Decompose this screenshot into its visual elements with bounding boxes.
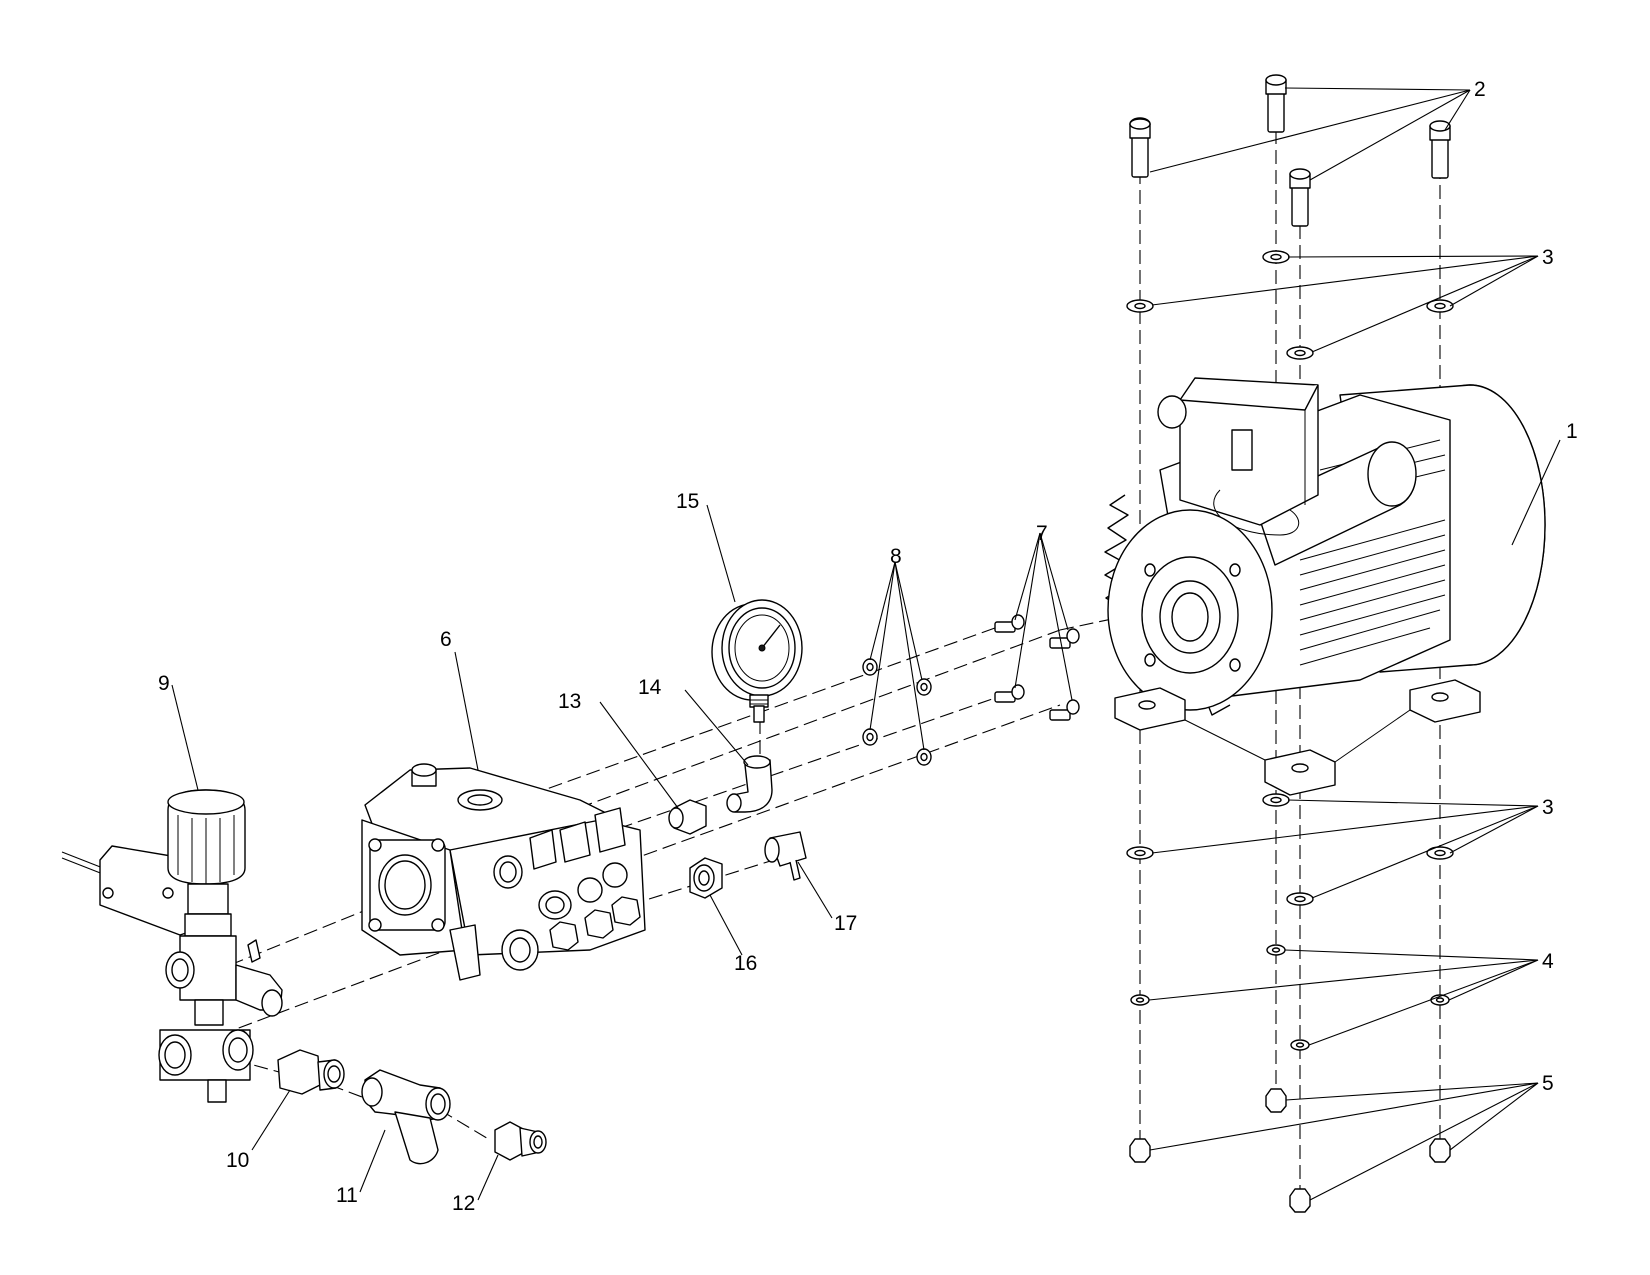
cap-screws-part-2 xyxy=(1129,74,1451,227)
pressure-gauge-part-15 xyxy=(711,599,803,723)
drain-fitting-part-17 xyxy=(764,831,807,881)
callout-10: 10 xyxy=(226,1149,249,1172)
callout-3-lower: 3 xyxy=(1542,796,1554,819)
callout-12: 12 xyxy=(452,1192,475,1215)
unloader-valve-part-9 xyxy=(61,789,283,1103)
leader-lines xyxy=(171,87,1561,1201)
bushing-part-13 xyxy=(668,799,707,835)
callout-11: 11 xyxy=(336,1184,358,1207)
bolts-part-7 xyxy=(994,614,1080,721)
callout-17: 17 xyxy=(834,912,857,935)
hose-adapter-part-10 xyxy=(277,1049,345,1095)
hex-nuts-part-5 xyxy=(1129,1088,1451,1213)
callout-8: 8 xyxy=(890,545,902,568)
callout-13: 13 xyxy=(558,690,581,713)
callout-3-upper: 3 xyxy=(1542,246,1554,269)
washers-part-3-upper xyxy=(1126,250,1454,360)
pump-part-6 xyxy=(361,763,646,981)
callout-4: 4 xyxy=(1542,950,1554,973)
electric-motor-part-1 xyxy=(1104,377,1546,796)
elbow-fitting-part-14 xyxy=(726,755,773,813)
callout-5: 5 xyxy=(1542,1072,1554,1095)
callout-2: 2 xyxy=(1474,78,1486,101)
lock-washers-part-4 xyxy=(1130,944,1450,1051)
callout-labels: 1 2 3 3 4 5 6 7 8 9 10 11 12 13 14 15 16… xyxy=(158,78,1578,1215)
inlet-nipple-part-12 xyxy=(494,1121,547,1161)
y-strainer-part-11 xyxy=(361,1069,451,1165)
callout-14: 14 xyxy=(638,676,662,699)
callout-6: 6 xyxy=(440,628,452,651)
callout-7: 7 xyxy=(1036,522,1048,545)
callout-9: 9 xyxy=(158,672,170,695)
callout-16: 16 xyxy=(734,952,757,975)
washers-part-3-lower xyxy=(1126,793,1454,906)
nut-fitting-part-16 xyxy=(689,857,723,899)
washers-part-8 xyxy=(862,658,932,766)
callout-1: 1 xyxy=(1566,420,1578,443)
callout-15: 15 xyxy=(676,490,699,513)
